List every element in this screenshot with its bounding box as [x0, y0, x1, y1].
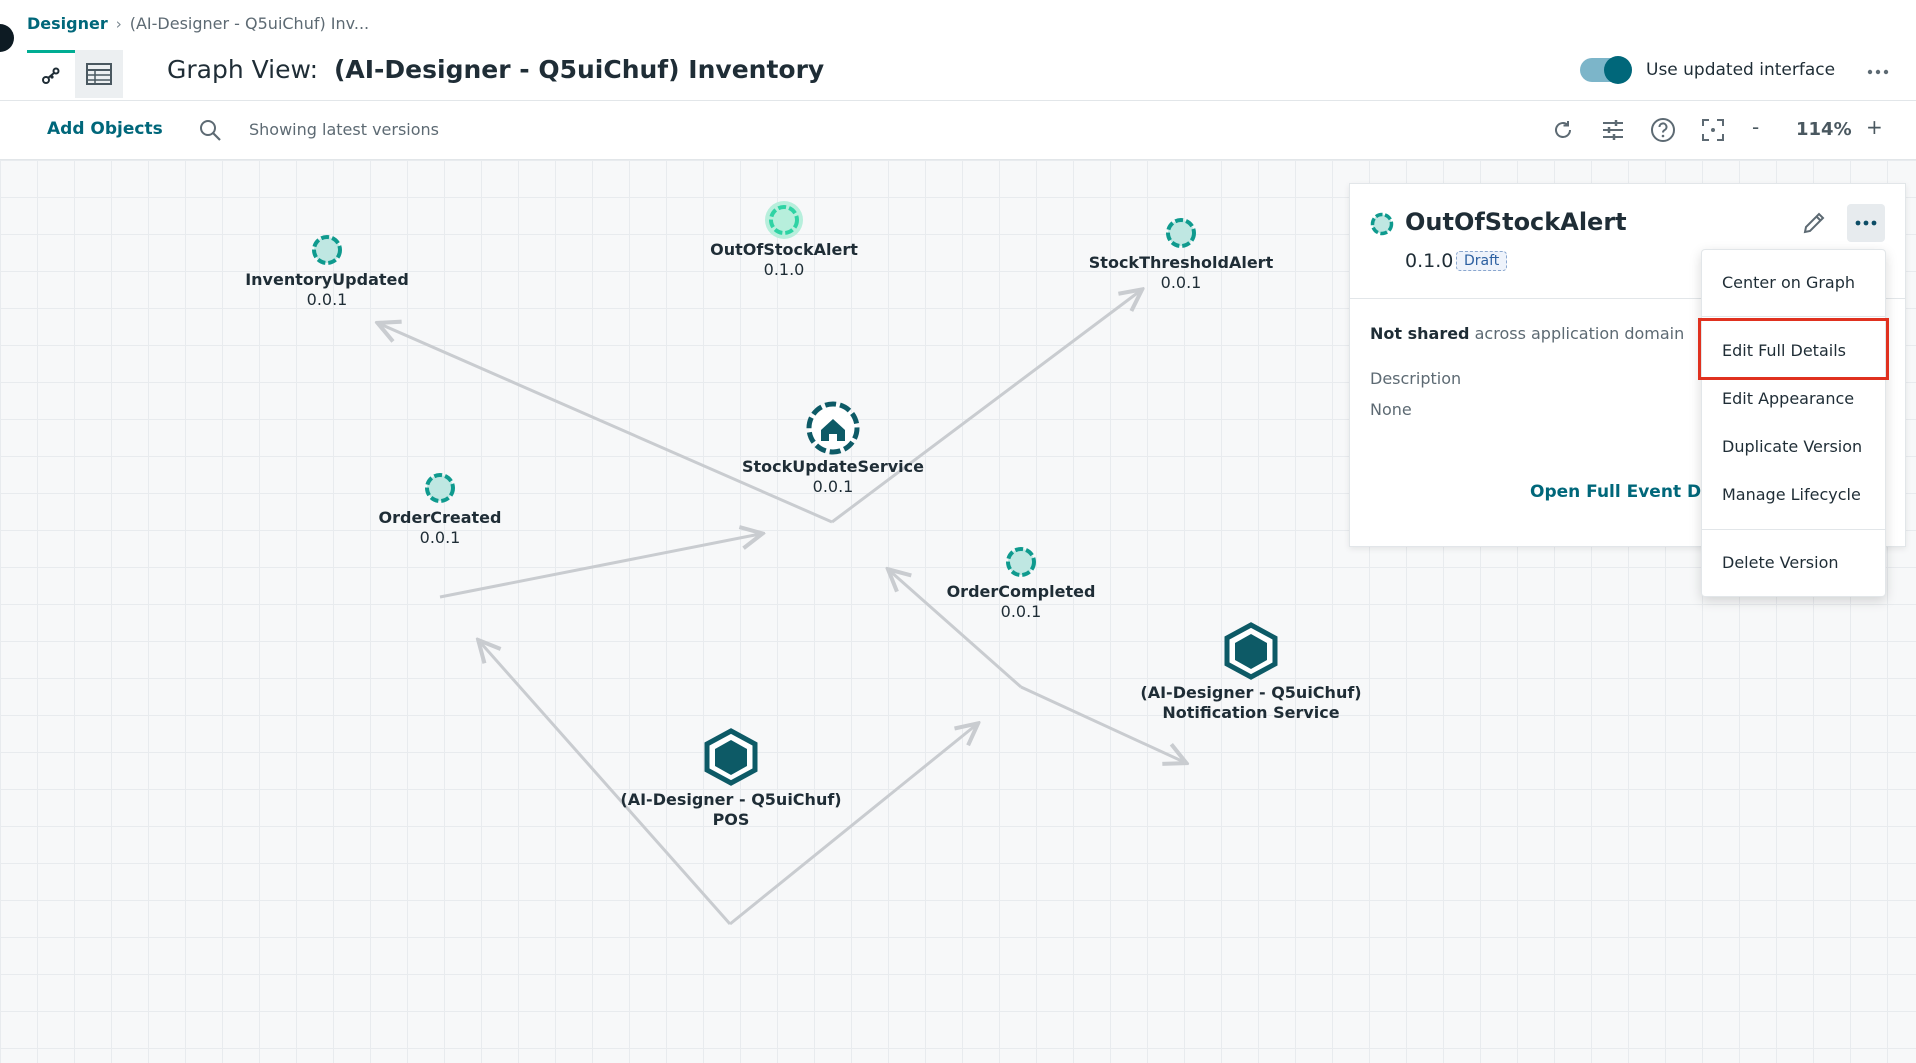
tab-table-view[interactable]	[75, 50, 123, 98]
page-title: Graph View: (AI-Designer - Q5uiChuf) Inv…	[167, 55, 824, 84]
search-button[interactable]	[195, 115, 225, 145]
zoom-level: 114%	[1796, 119, 1852, 140]
updated-interface-toggle[interactable]	[1580, 56, 1632, 84]
filter-button[interactable]	[1598, 115, 1628, 145]
node-notification-service[interactable]	[1224, 622, 1278, 680]
breadcrumb-current: (AI-Designer - Q5uiChuf) Inv...	[129, 14, 370, 33]
graph-toolbar: Add Objects Showing latest versions	[0, 101, 1916, 160]
node-outofstockalert[interactable]	[765, 201, 803, 239]
edge-inventoryupdated-stockupdateservice	[380, 324, 833, 524]
description-value: None	[1370, 400, 1412, 419]
header-more-button[interactable]	[1862, 56, 1894, 88]
breadcrumb: Designer › (AI-Designer - Q5uiChuf) Inv.…	[27, 14, 369, 33]
edge-ordercompleted-notificationservice	[1020, 685, 1184, 762]
edge-stockupdateservice-stockthresholdalert	[831, 291, 1140, 524]
menu-item-center-on-graph[interactable]: Center on Graph	[1722, 273, 1856, 292]
more-horizontal-icon	[1867, 69, 1889, 75]
add-objects-button[interactable]: Add Objects	[47, 119, 163, 139]
updated-interface-toggle-group: Use updated interface	[1580, 56, 1836, 84]
node-inventoryupdated[interactable]	[312, 235, 342, 265]
filter-sliders-icon	[1603, 120, 1623, 140]
help-button[interactable]	[1648, 115, 1678, 145]
edge-ordercreated-stockupdateservice	[439, 534, 760, 599]
page-title-label: Graph View:	[167, 55, 319, 84]
node-label-stockthresholdalert: StockThresholdAlert 0.0.1	[1088, 253, 1274, 292]
node-label-outofstockalert: OutOfStockAlert 0.1.0	[710, 240, 858, 279]
menu-divider	[1702, 316, 1885, 317]
edge-pos-ordercompleted	[729, 725, 976, 926]
edge-pos-ordercreated	[480, 642, 732, 925]
view-tabs	[27, 50, 123, 98]
menu-item-edit-full-details[interactable]: Edit Full Details	[1722, 341, 1846, 360]
panel-more-button[interactable]	[1847, 204, 1885, 242]
node-label-pos: (AI-Designer - Q5uiChuf) POS	[620, 790, 842, 829]
panel-version: 0.1.0	[1405, 250, 1454, 272]
showing-versions-label: Showing latest versions	[249, 120, 439, 139]
search-icon	[200, 120, 221, 141]
breadcrumb-designer-link[interactable]: Designer	[27, 14, 108, 33]
node-label-notification-service: (AI-Designer - Q5uiChuf) Notification Se…	[1140, 683, 1362, 722]
edge-ordercompleted-stockupdateservice	[890, 571, 1022, 689]
fit-to-screen-button[interactable]	[1698, 115, 1728, 145]
home-icon	[821, 419, 845, 441]
node-pos[interactable]	[704, 728, 758, 786]
node-label-ordercompleted: OrderCompleted 0.0.1	[946, 582, 1096, 621]
node-ordercompleted[interactable]	[1006, 547, 1036, 577]
event-icon	[1370, 212, 1394, 236]
node-label-inventoryupdated: InventoryUpdated 0.0.1	[245, 270, 409, 309]
more-horizontal-icon	[1855, 220, 1877, 226]
node-stockupdateservice[interactable]	[806, 401, 860, 455]
refresh-button[interactable]	[1548, 115, 1578, 145]
table-view-icon	[86, 63, 112, 85]
zoom-out-button[interactable]: -	[1752, 115, 1760, 139]
toggle-label: Use updated interface	[1646, 60, 1836, 80]
node-label-ordercreated: OrderCreated 0.0.1	[378, 508, 502, 547]
top-bar: Designer › (AI-Designer - Q5uiChuf) Inv.…	[0, 0, 1916, 101]
tab-graph-view[interactable]	[27, 50, 75, 98]
menu-item-manage-lifecycle[interactable]: Manage Lifecycle	[1722, 485, 1861, 504]
menu-item-duplicate-version[interactable]: Duplicate Version	[1722, 437, 1863, 456]
open-full-event-details-link[interactable]: Open Full Event Deta	[1530, 482, 1733, 502]
side-nav-toggle-icon[interactable]	[0, 24, 14, 52]
menu-item-edit-appearance[interactable]: Edit Appearance	[1722, 389, 1855, 408]
pencil-icon	[1803, 212, 1825, 234]
actions-menu: Center on Graph Edit Full Details Edit A…	[1701, 249, 1886, 597]
help-icon	[1651, 118, 1675, 142]
node-label-stockupdateservice: StockUpdateService 0.0.1	[742, 457, 924, 496]
highlight-annotation	[1698, 318, 1889, 380]
chevron-right-icon: ›	[115, 14, 122, 33]
graph-view-icon	[42, 67, 60, 84]
node-ordercreated[interactable]	[425, 473, 455, 503]
status-badge: Draft	[1456, 251, 1508, 271]
shared-status: Not shared across application domain	[1370, 324, 1685, 343]
page-title-name: (AI-Designer - Q5uiChuf) Inventory	[333, 55, 825, 84]
fit-screen-icon	[1702, 119, 1724, 141]
menu-item-delete-version[interactable]: Delete Version	[1722, 553, 1839, 572]
panel-title: OutOfStockAlert	[1405, 208, 1627, 236]
node-stockthresholdalert[interactable]	[1166, 218, 1196, 248]
description-label: Description	[1370, 369, 1462, 388]
divider	[1350, 298, 1905, 299]
refresh-icon	[1555, 121, 1571, 138]
edit-button[interactable]	[1797, 206, 1831, 240]
zoom-in-button[interactable]: +	[1866, 115, 1883, 139]
graph-svg	[312, 201, 1278, 926]
menu-divider	[1702, 529, 1885, 530]
